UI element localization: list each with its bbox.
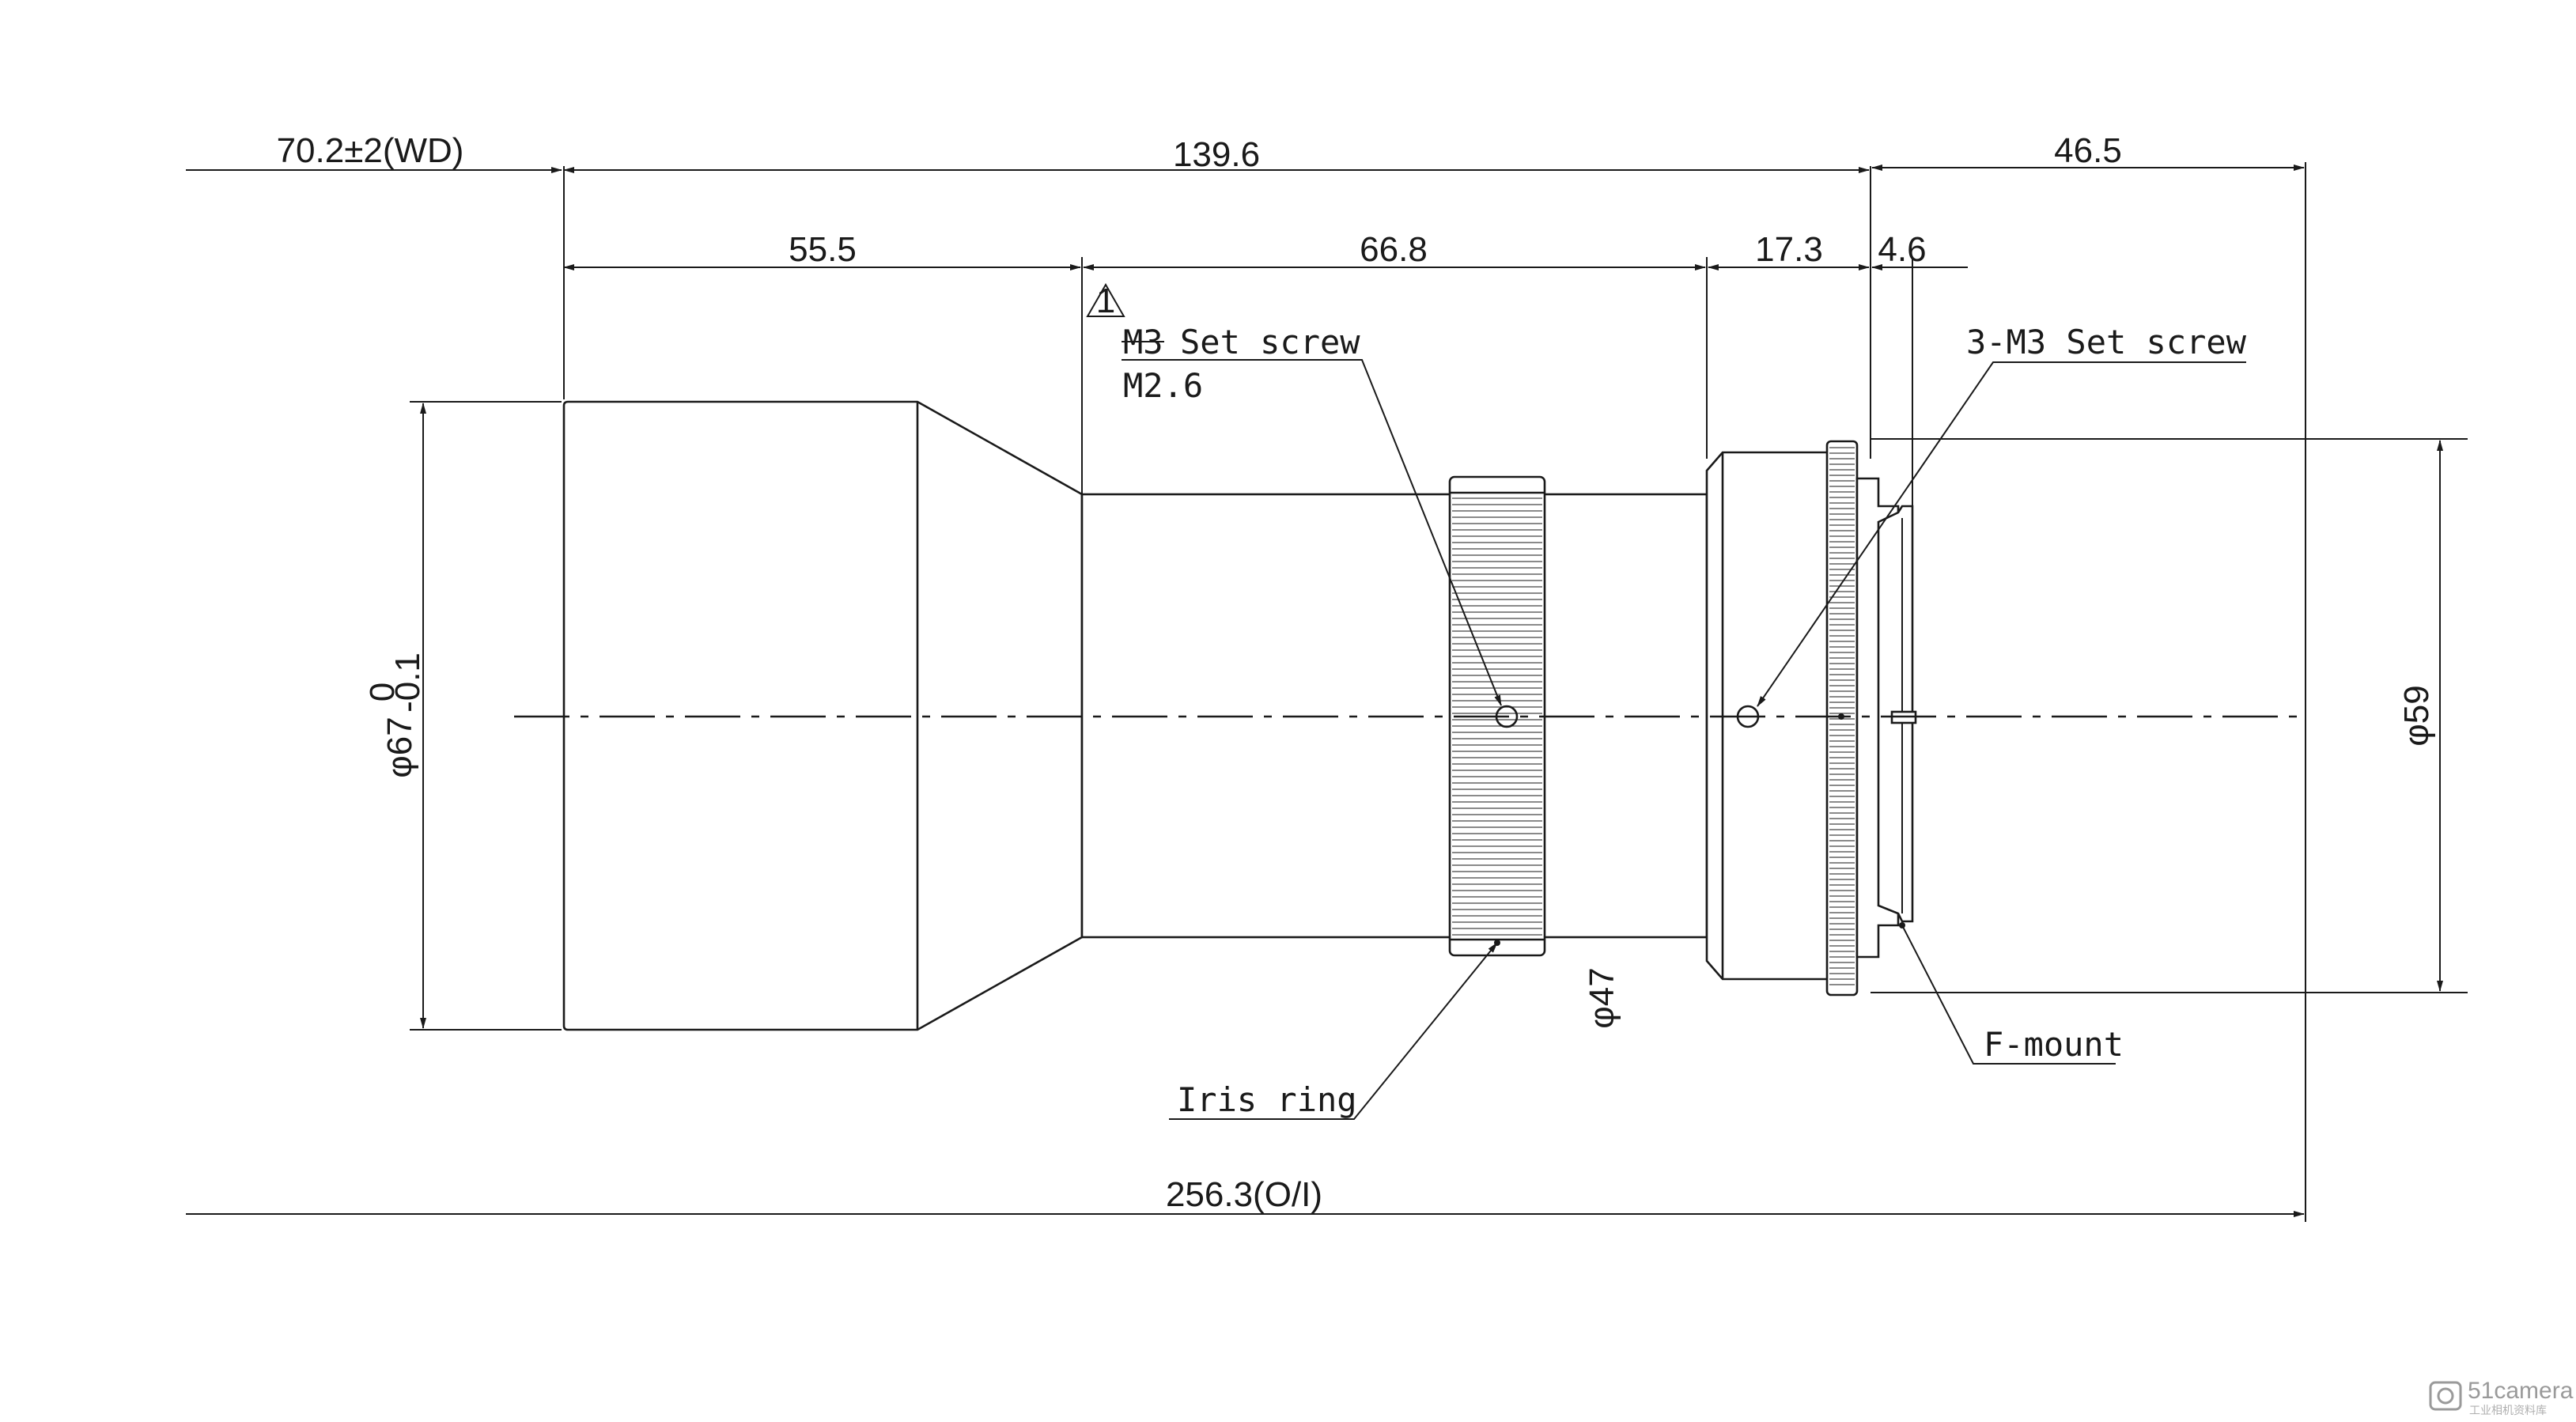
dim-mount-diameter: φ59 xyxy=(2397,685,2436,746)
dim-rear-section: 17.3 xyxy=(1755,230,1823,269)
dim-working-distance: 70.2±2(WD) xyxy=(277,131,464,170)
iris-set-screw-hole xyxy=(1495,705,1519,728)
svg-text:-0.1: -0.1 xyxy=(388,652,427,713)
set-screw-label: Set screw xyxy=(1180,323,1360,361)
leader-lines xyxy=(1122,359,2246,1120)
dim-mount-thickness: 4.6 xyxy=(1878,230,1926,269)
dim-front-to-mount: 139.6 xyxy=(1173,135,1260,174)
rear-set-screw-label: 3-M3 Set screw xyxy=(1966,323,2247,361)
set-screw-new-size: M2.6 xyxy=(1123,366,1203,405)
set-screw-callout: M3 Set screw M2.6 xyxy=(1122,323,1360,405)
svg-text:φ67: φ67 xyxy=(380,717,419,777)
iris-ring-label: Iris ring xyxy=(1177,1080,1357,1119)
camera-logo-icon xyxy=(2429,1381,2462,1411)
svg-text:工业相机资料库: 工业相机资料库 xyxy=(2469,1404,2547,1416)
dim-front-diameter: φ67 0 -0.1 xyxy=(363,652,427,778)
dim-front-section: 55.5 xyxy=(789,230,857,269)
watermark: 51camera 工业相机资料库 xyxy=(2429,1378,2574,1416)
rear-set-screw-hole xyxy=(1736,705,1760,728)
dim-flange-back: 46.5 xyxy=(2054,131,2122,170)
f-mount-label: F-mount xyxy=(1984,1025,2124,1064)
svg-text:1: 1 xyxy=(1096,282,1115,320)
svg-text:51camera: 51camera xyxy=(2468,1378,2574,1404)
revision-mark: 1 xyxy=(1086,282,1125,320)
svg-text:0: 0 xyxy=(363,683,402,702)
dim-mid-section: 66.8 xyxy=(1360,230,1428,269)
dim-barrel-diameter: φ47 xyxy=(1583,967,1621,1028)
dim-overall: 256.3(O/I) xyxy=(1166,1175,1322,1214)
